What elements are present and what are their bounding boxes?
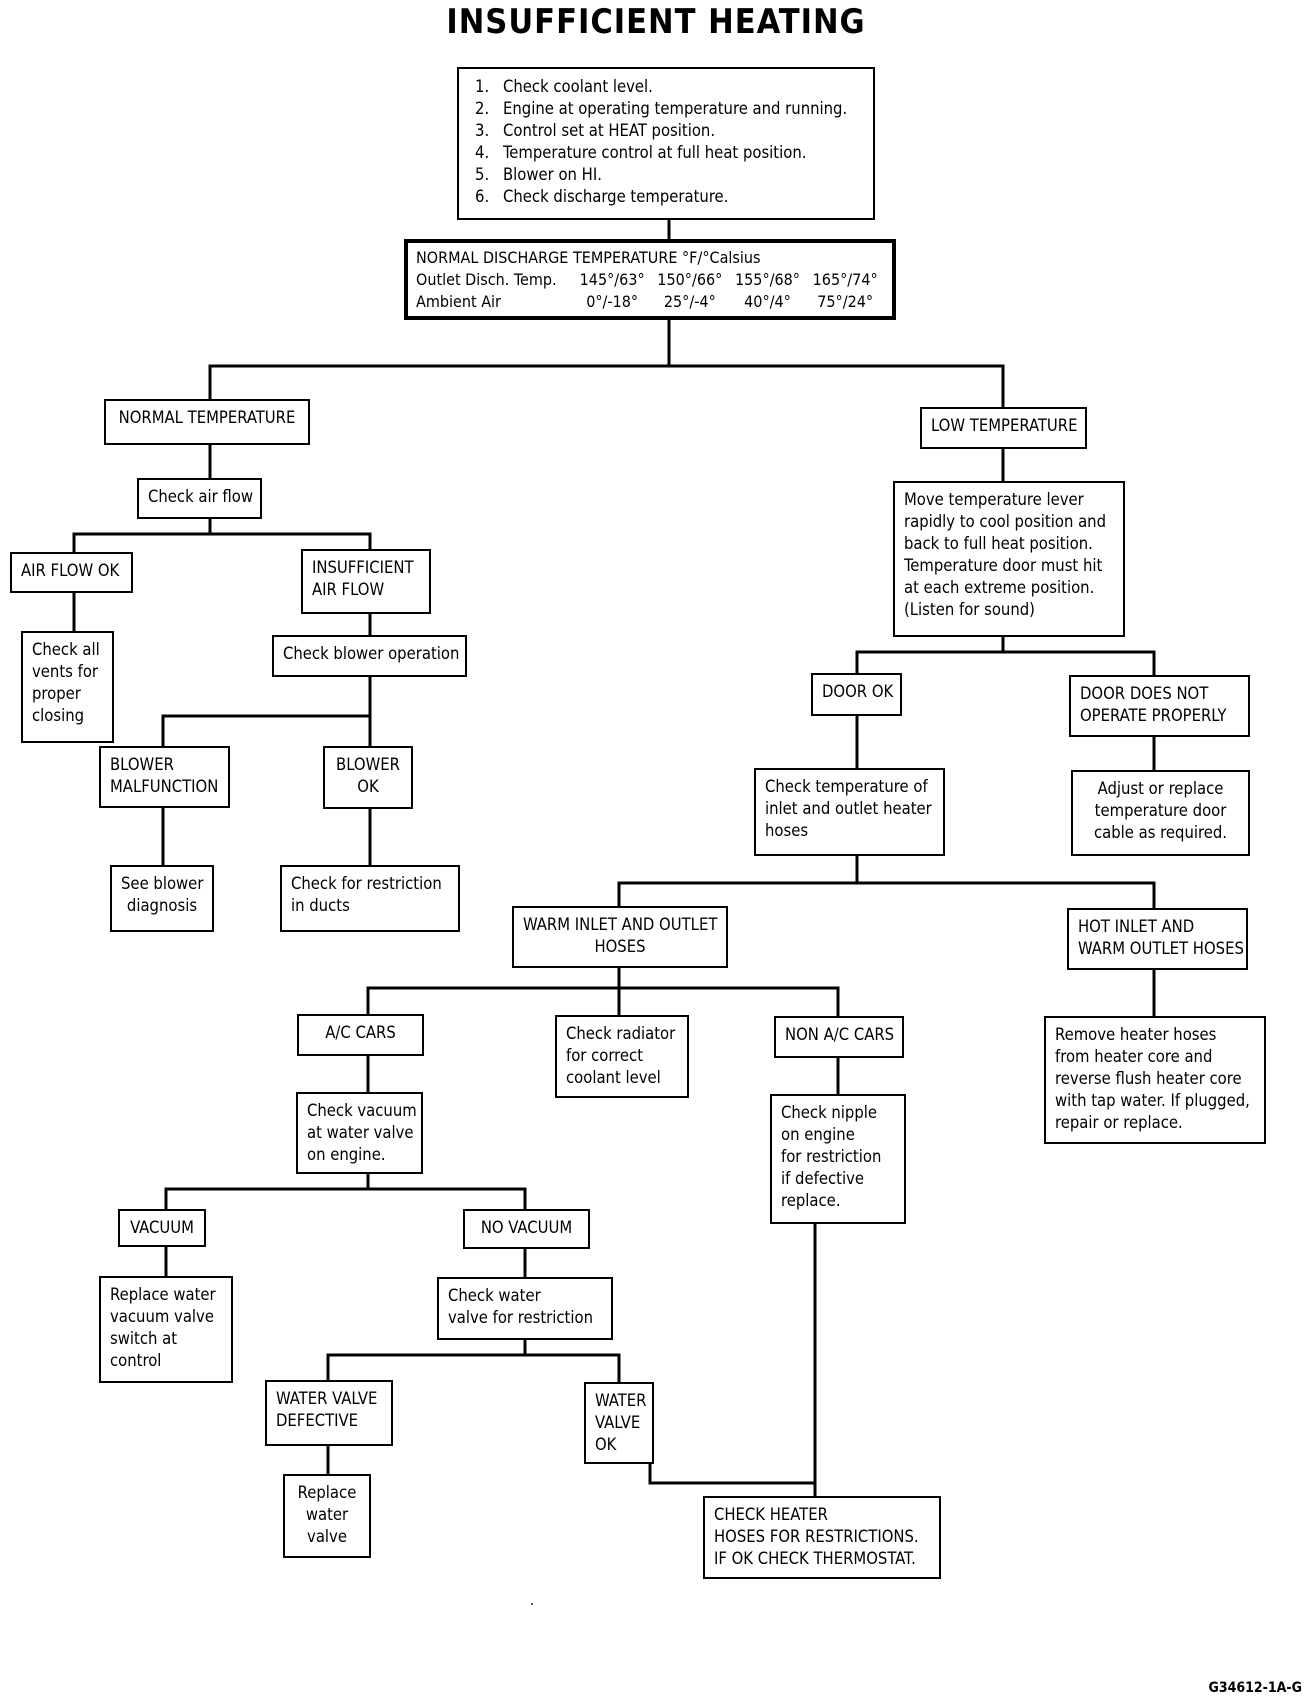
table-header: NORMAL DISCHARGE TEMPERATURE °F/°Calsius xyxy=(416,248,761,267)
table-cell: 150°/66° xyxy=(657,270,723,289)
table-row-ambient: Ambient Air 0°/-18° 25°/-4° 40°/4° 75°/2… xyxy=(416,291,884,313)
node-door-ok: DOOR OK xyxy=(811,673,902,716)
table-cell: 0°/-18° xyxy=(586,292,639,311)
connector-airflow-split xyxy=(72,516,372,557)
node-door-does-not-operate: DOOR DOES NOT OPERATE PROPERLY xyxy=(1069,675,1250,737)
node-air-flow-ok: AIR FLOW OK xyxy=(10,552,133,593)
connector-table-split xyxy=(208,317,1005,410)
node-vacuum: VACUUM xyxy=(118,1209,206,1247)
table-row-outlet: Outlet Disch. Temp. 145°/63° 150°/66° 15… xyxy=(416,269,884,291)
node-check-vacuum: Check vacuum at water valve on engine. xyxy=(296,1092,423,1174)
node-replace-vacuum-switch: Replace water vacuum valve switch at con… xyxy=(99,1276,233,1383)
node-blower-malfunction: BLOWER MALFUNCTION xyxy=(99,746,230,808)
connector-water-valve-split xyxy=(326,1337,621,1385)
table-cell: 75°/24° xyxy=(817,292,874,311)
table-cell: 145°/63° xyxy=(579,270,645,289)
node-hot-inlet-warm-outlet: HOT INLET AND WARM OUTLET HOSES xyxy=(1067,908,1248,970)
connector-valve-ok-to-heater-hoses xyxy=(648,1462,817,1485)
connector-vacuum-split xyxy=(164,1171,527,1212)
checklist-item: 5.Blower on HI. xyxy=(475,165,602,184)
checklist-item: 4.Temperature control at full heat posit… xyxy=(475,143,807,162)
node-replace-water-valve: Replace water valve xyxy=(283,1474,371,1558)
node-check-hose-temperature: Check temperature of inlet and outlet he… xyxy=(754,768,945,856)
node-water-valve-defective: WATER VALVE DEFECTIVE xyxy=(265,1380,393,1446)
row-label: Outlet Disch. Temp. xyxy=(416,270,557,289)
node-remove-heater-hoses: Remove heater hoses from heater core and… xyxy=(1044,1016,1266,1144)
connector-hose-temp-split xyxy=(617,853,1156,911)
table-cell: 25°/-4° xyxy=(663,292,716,311)
node-warm-inlet-outlet-hoses: WARM INLET AND OUTLET HOSES xyxy=(512,906,728,968)
node-check-vents: Check all vents for proper closing xyxy=(21,631,114,743)
table-cell: 155°/68° xyxy=(734,270,800,289)
node-insufficient-air-flow: INSUFFICIENT AIR FLOW xyxy=(301,549,431,614)
node-ac-cars: A/C CARS xyxy=(297,1014,424,1056)
node-check-nipple: Check nipple on engine for restriction i… xyxy=(770,1094,906,1224)
stray-dot xyxy=(531,1603,533,1605)
checklist-item: 3.Control set at HEAT position. xyxy=(475,121,716,140)
connector-blower-split xyxy=(161,674,372,749)
node-low-temperature: LOW TEMPERATURE xyxy=(920,407,1087,449)
table-cell: 165°/74° xyxy=(812,270,878,289)
table-cell: 40°/4° xyxy=(744,292,791,311)
checklist-item: 1.Check coolant level. xyxy=(475,77,653,96)
node-check-air-flow: Check air flow xyxy=(137,478,262,519)
node-move-temperature-lever: Move temperature lever rapidly to cool p… xyxy=(893,481,1125,637)
discharge-temperature-table: NORMAL DISCHARGE TEMPERATURE °F/°Calsius… xyxy=(404,239,896,320)
row-label: Ambient Air xyxy=(416,292,501,311)
node-blower-ok: BLOWER OK xyxy=(323,746,413,809)
initial-checklist-box: 1.Check coolant level. 2.Engine at opera… xyxy=(457,67,875,220)
checklist-item: 2.Engine at operating temperature and ru… xyxy=(475,99,848,118)
figure-id: G34612-1A-G xyxy=(1208,1680,1302,1696)
page-title: INSUFFICIENT HEATING xyxy=(446,2,866,42)
node-adjust-door-cable: Adjust or replace temperature door cable… xyxy=(1071,770,1250,856)
node-check-radiator: Check radiator for correct coolant level xyxy=(555,1015,689,1098)
node-normal-temperature: NORMAL TEMPERATURE xyxy=(104,399,310,445)
node-no-vacuum: NO VACUUM xyxy=(463,1209,590,1249)
connector-warm-split xyxy=(366,965,840,1019)
connector-lever-split xyxy=(855,634,1156,678)
node-check-water-valve: Check water valve for restriction xyxy=(437,1277,613,1340)
node-non-ac-cars: NON A/C CARS xyxy=(774,1016,904,1058)
node-check-heater-hoses: CHECK HEATER HOSES FOR RESTRICTIONS. IF … xyxy=(703,1496,941,1579)
node-check-ducts: Check for restriction in ducts xyxy=(280,865,460,932)
checklist-item: 6.Check discharge temperature. xyxy=(475,187,729,206)
node-check-blower-operation: Check blower operation xyxy=(272,635,467,677)
node-water-valve-ok: WATER VALVE OK xyxy=(584,1382,654,1464)
node-see-blower-diagnosis: See blower diagnosis xyxy=(110,865,214,932)
